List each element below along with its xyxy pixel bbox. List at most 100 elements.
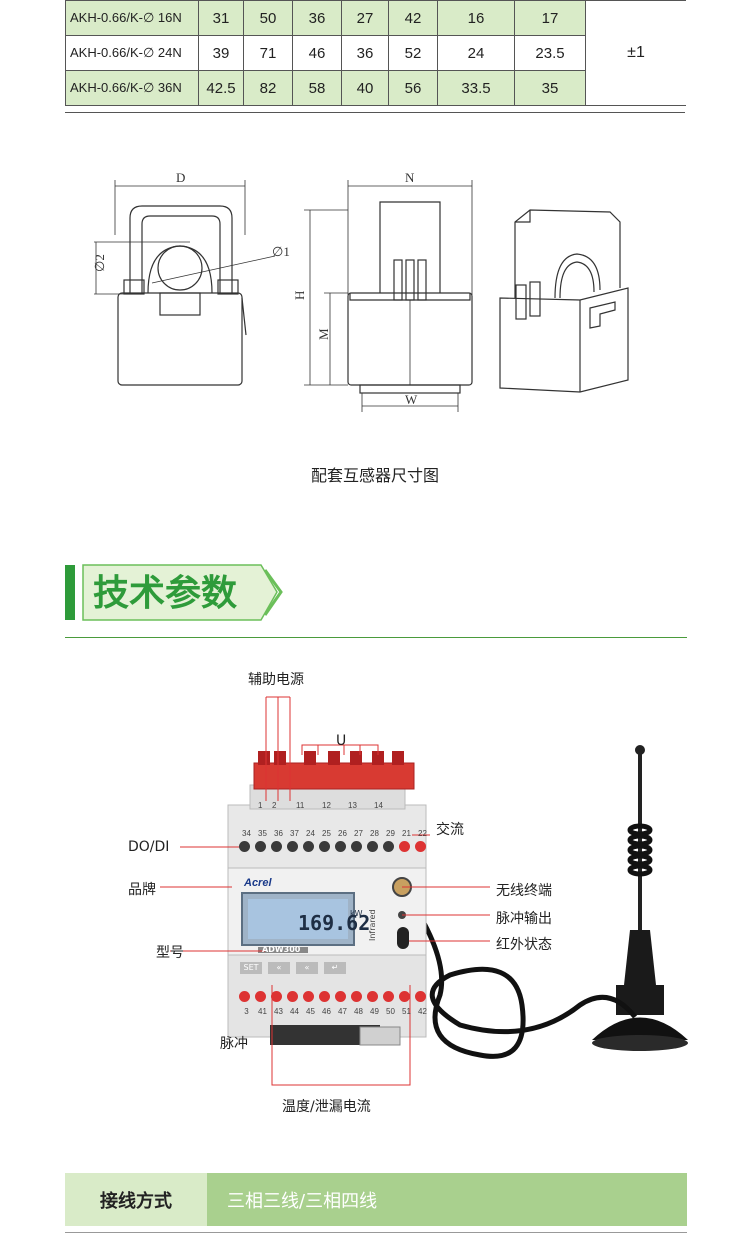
terminal-number: 35 [258,829,267,838]
label-phi1: ∅1 [272,244,290,259]
drawing-caption: 配套互感器尺寸图 [310,466,439,485]
terminal-screw [351,991,362,1002]
model-plate: ADW300 [262,945,301,954]
terminal-screw [287,841,298,852]
terminal-number: 12 [322,801,331,810]
isometric-view-drawing [499,209,629,393]
device-button: SET [243,963,259,972]
section-title: 技术参数 [93,573,237,614]
table-bottom-rule [65,112,685,113]
value-cell: 36 [341,35,389,71]
terminal-screw [271,841,282,852]
value-cell: 46 [292,35,342,71]
section-divider [65,637,687,638]
terminal-number: 36 [274,829,283,838]
terminal-screw [239,841,250,852]
value-cell: 35 [514,70,586,106]
value-cell: 24 [437,35,515,71]
section-header-technical-params: 技术参数 [65,564,283,621]
terminal-screw [415,841,426,852]
terminal-number: 21 [402,829,411,838]
terminal-number: 44 [290,1007,299,1016]
bottom-terminal-screws [238,991,427,1002]
value-cell: 56 [388,70,438,106]
terminal-number: 29 [386,829,395,838]
label-pulse: 脉冲 [220,1036,248,1052]
value-cell: 82 [243,70,293,106]
value-cell: 71 [243,35,293,71]
label-ir-status: 红外状态 [496,937,552,953]
value-cell: 42.5 [198,70,244,106]
terminal-screw [271,991,282,1002]
mid-terminal-screws [238,841,427,852]
terminal-number: 13 [348,801,357,810]
terminal-screw [367,991,378,1002]
terminal-screw [255,991,266,1002]
device-buttons: SET««↵ [240,962,346,974]
terminal-screw [319,841,330,852]
terminal-number: 49 [370,1007,379,1016]
label-model: 型号 [156,945,184,961]
label-ac: 交流 [436,822,464,838]
terminal-number: 27 [354,829,363,838]
model-cell: AKH-0.66/K-∅ 24N [65,35,199,71]
tolerance-cell: ±1 [585,0,686,106]
model-cell: AKH-0.66/K-∅ 16N [65,0,199,36]
label-pulse-out: 脉冲输出 [496,911,552,927]
value-cell: 31 [198,0,244,36]
terminal-screw [303,991,314,1002]
value-cell: 23.5 [514,35,586,71]
label-do-di: DO/DI [128,839,170,855]
terminal-screw [255,841,266,852]
label-w: W [405,392,418,407]
value-cell: 58 [292,70,342,106]
label-wireless: 无线终端 [496,883,552,899]
terminal-number: 28 [370,829,379,838]
terminal-screw [303,841,314,852]
terminal-number: 26 [338,829,347,838]
device-button: ↵ [331,963,339,972]
terminal-number: 50 [386,1007,395,1016]
device-illustration [160,696,688,1086]
ct-dimension-drawings: D ∅1 ∅2 N H M W [92,170,629,412]
lcd-unit: kW [350,909,363,918]
terminal-screw [335,841,346,852]
label-aux-power: 辅助电源 [248,672,304,688]
label-h: H [292,291,307,300]
terminal-screw [335,991,346,1002]
terminal-number: 46 [322,1007,331,1016]
infrared-side-text: Infrared [368,909,377,941]
terminal-number: 48 [354,1007,363,1016]
wiring-row-rule [65,1232,687,1233]
terminal-number: 25 [322,829,331,838]
value-cell: 27 [341,0,389,36]
label-phi2: ∅2 [92,254,107,272]
front-view-drawing [94,180,276,386]
terminal-number: 3 [244,1007,249,1016]
terminal-number: 2 [272,801,277,810]
wiring-method-row: 接线方式 三相三线/三相四线 [65,1173,687,1226]
terminal-screw [399,991,410,1002]
terminal-screw [383,991,394,1002]
brand-logo: Acrel [244,877,272,889]
terminal-number: 45 [306,1007,315,1016]
model-cell: AKH-0.66/K-∅ 36N [65,70,199,106]
terminal-number: 37 [290,829,299,838]
value-cell: 17 [514,0,586,36]
label-temp-leak: 温度/泄漏电流 [282,1099,371,1115]
side-view-drawing [304,180,473,412]
value-cell: 52 [388,35,438,71]
value-cell: 40 [341,70,389,106]
terminal-screw [367,841,378,852]
terminal-number: 43 [274,1007,283,1016]
label-d: D [176,170,185,185]
terminal-number: 42 [418,1007,427,1016]
value-cell: 39 [198,35,244,71]
value-cell: 16 [437,0,515,36]
